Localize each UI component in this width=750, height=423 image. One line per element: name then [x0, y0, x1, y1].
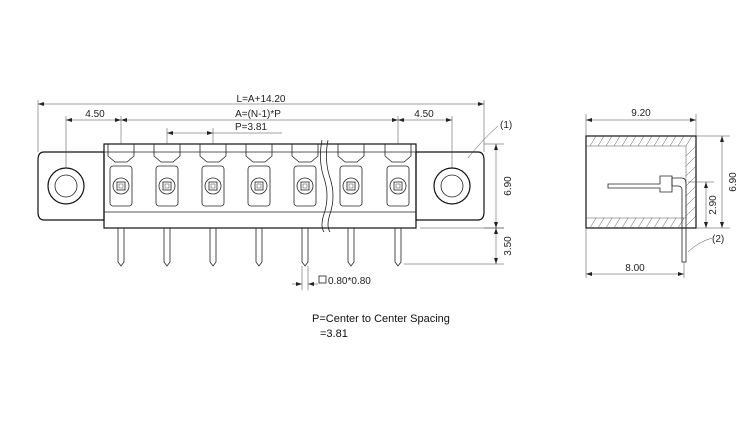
dim-pin-length-label: 3.50 — [503, 236, 514, 256]
callout-body-label: (1) — [500, 120, 512, 131]
square-section-icon — [318, 275, 327, 284]
dim-right-offset-label: 4.50 — [414, 109, 434, 120]
dim-pitch-label: P=3.81 — [235, 122, 267, 133]
flange-outline-right — [415, 151, 485, 221]
terminal — [384, 144, 412, 267]
dim-side-pin-height: 2.90 — [688, 181, 719, 228]
terminal — [107, 144, 135, 267]
side-pin — [671, 177, 687, 263]
dim-overall: L=A+14.20 — [37, 94, 485, 152]
dim-pin-length: 3.50 — [404, 227, 514, 265]
terminal — [245, 144, 273, 267]
terminal — [153, 144, 181, 267]
dim-pin-section-label: 0.80*0.80 — [328, 276, 371, 287]
terminal — [291, 144, 319, 267]
dim-height-label: 6.90 — [503, 176, 514, 196]
mount-hole-right — [433, 167, 471, 205]
dim-pitch: P=3.81 — [166, 122, 282, 144]
side-contact — [607, 175, 673, 193]
terminal-positions — [107, 144, 412, 267]
note-pitch-definition: P=Center to Center Spacing — [312, 313, 450, 325]
break-line — [320, 139, 328, 233]
dim-side-depth-label: 9.20 — [631, 108, 651, 119]
dim-side-pin-height-label: 2.90 — [708, 195, 719, 215]
dim-overall-label: L=A+14.20 — [237, 94, 286, 105]
side-hatching — [586, 135, 697, 229]
dim-side-height: 6.90 — [696, 135, 739, 229]
break-line-2 — [326, 139, 334, 233]
dim-pitch-span-label: A=(N-1)*P — [235, 109, 281, 120]
callout-pin-label: (2) — [712, 234, 724, 245]
dim-side-pin-offset-label: 8.00 — [625, 263, 645, 274]
flange-outline — [37, 151, 105, 221]
note-pitch-value: =3.81 — [320, 328, 348, 340]
callout-body: (1) — [467, 120, 512, 159]
side-housing-outline — [585, 135, 697, 229]
terminal — [337, 144, 365, 267]
side-view: 9.20 6.90 2.90 8.00 (2) — [585, 108, 739, 278]
mount-hole-left — [47, 167, 85, 205]
housing-outline — [103, 143, 417, 229]
dim-side-pin-offset: 8.00 — [585, 228, 685, 278]
dim-pitch-span: 4.50 4.50 A=(N-1)*P — [65, 109, 453, 168]
dim-left-offset-label: 4.50 — [85, 109, 105, 120]
dim-side-height-label: 6.90 — [728, 172, 739, 192]
terminal — [199, 144, 227, 267]
front-view: L=A+14.20 4.50 4.50 A=(N-1)*P P=3.81 — [37, 94, 514, 290]
dim-side-depth: 9.20 — [585, 108, 697, 136]
callout-pin: (2) — [687, 234, 724, 253]
dim-height: 6.90 — [484, 143, 514, 229]
dim-pin-section: 0.80*0.80 — [292, 266, 371, 290]
